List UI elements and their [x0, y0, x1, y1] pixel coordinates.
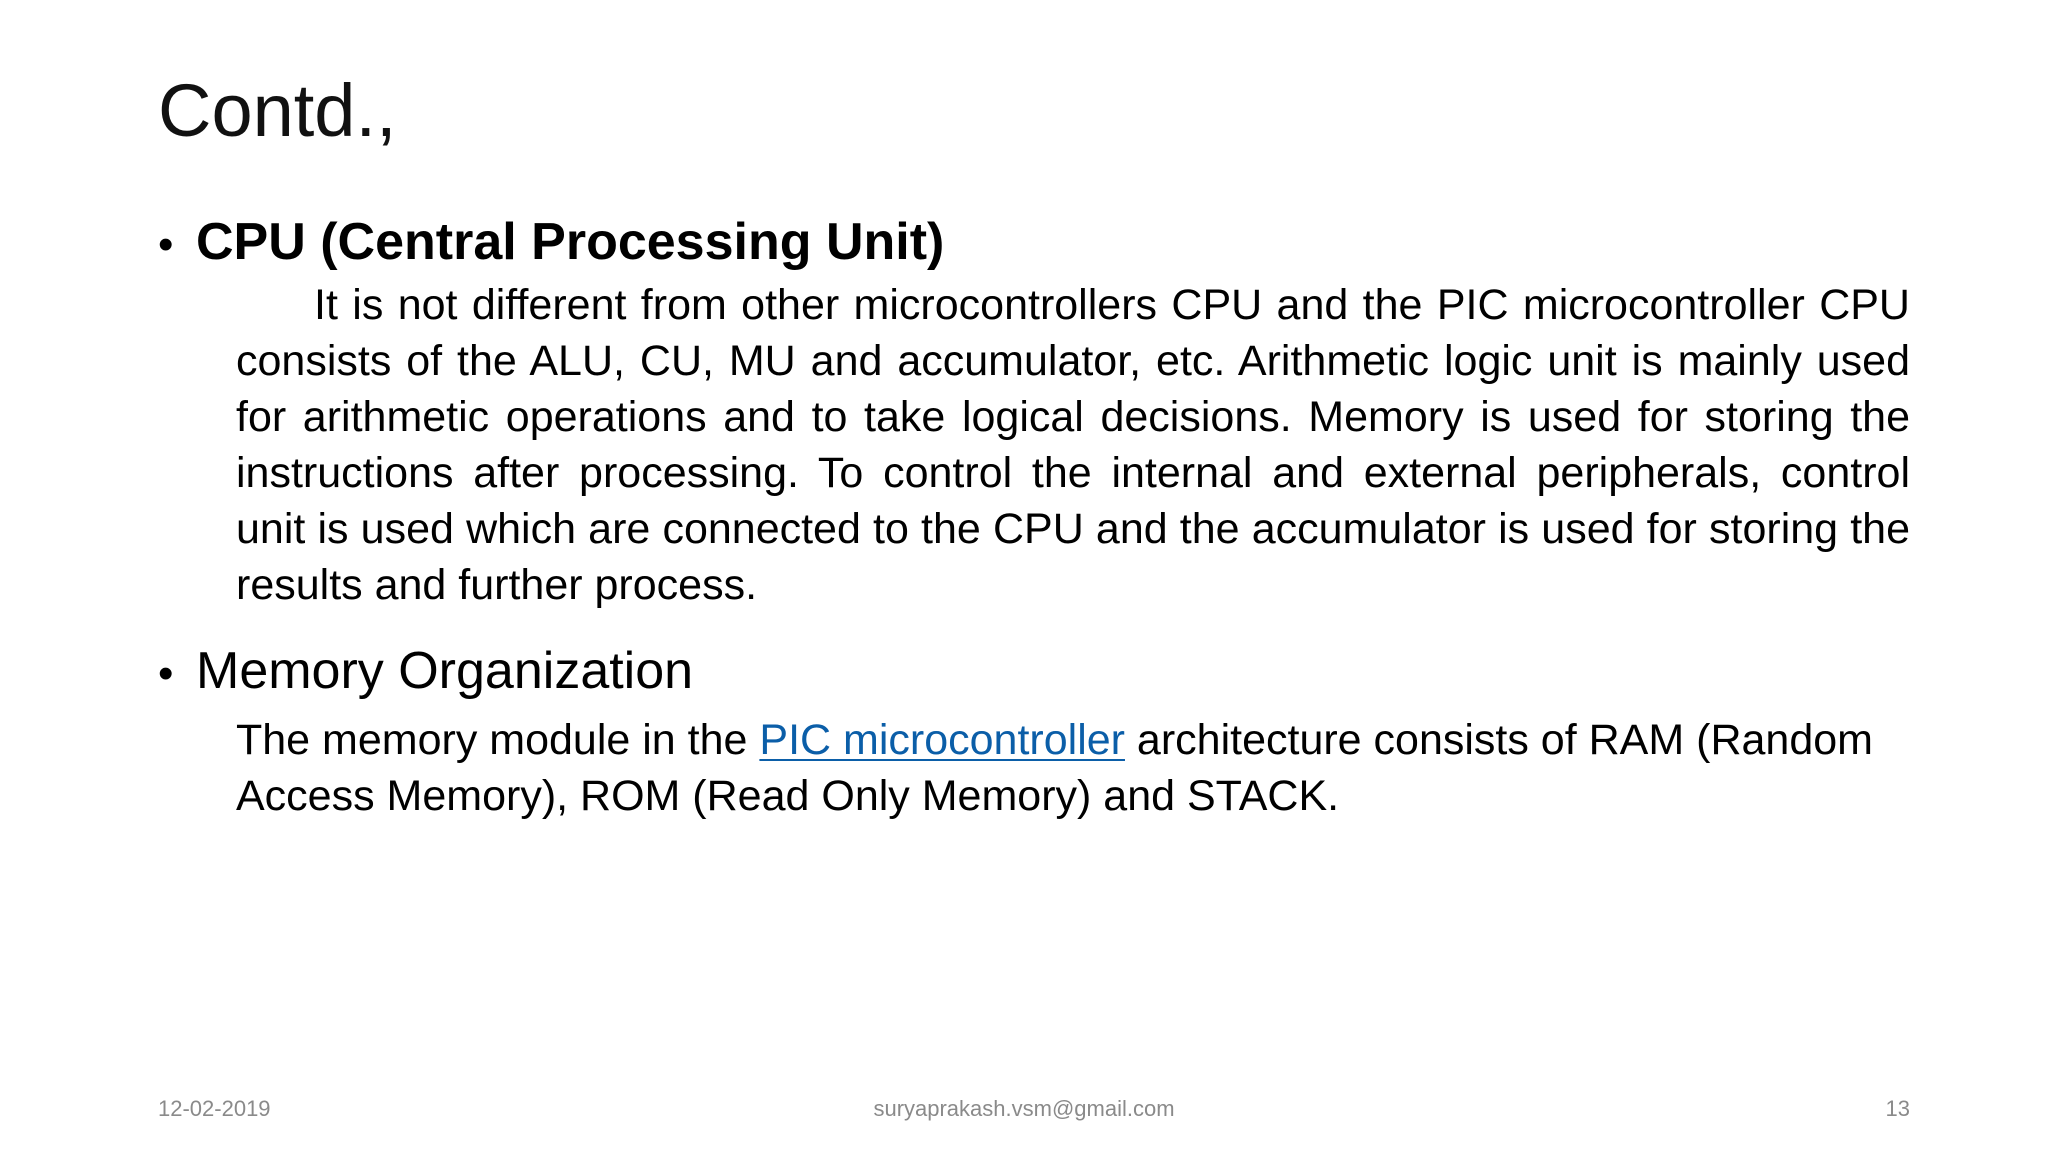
footer-email: suryaprakash.vsm@gmail.com	[873, 1096, 1175, 1121]
bullet-icon: •	[158, 649, 174, 698]
pic-microcontroller-link[interactable]: PIC microcontroller	[759, 716, 1125, 764]
cpu-paragraph: It is not different from other microcont…	[236, 277, 1910, 613]
footer-page-number: 13	[1885, 1096, 1910, 1121]
footer-date: 12-02-2019	[158, 1096, 271, 1121]
bullet-icon: •	[158, 220, 174, 269]
bullet-memory-organization: • Memory Organization	[158, 639, 1910, 704]
cpu-heading: CPU (Central Processing Unit)	[196, 213, 945, 271]
memory-paragraph-end: architecture consists of RAM (Random Acc…	[236, 716, 1873, 820]
bullet-cpu: • CPU (Central Processing Unit)	[158, 210, 1910, 275]
slide-title: Contd.,	[158, 69, 397, 152]
cpu-paragraph-text: It is not different from other microcont…	[236, 281, 1910, 609]
memory-heading: Memory Organization	[196, 642, 694, 700]
slide-content: • CPU (Central Processing Unit) It is no…	[158, 210, 1910, 824]
memory-paragraph-start: The memory module in the	[236, 716, 760, 764]
memory-paragraph: The memory module in the PIC microcontro…	[236, 712, 1910, 824]
